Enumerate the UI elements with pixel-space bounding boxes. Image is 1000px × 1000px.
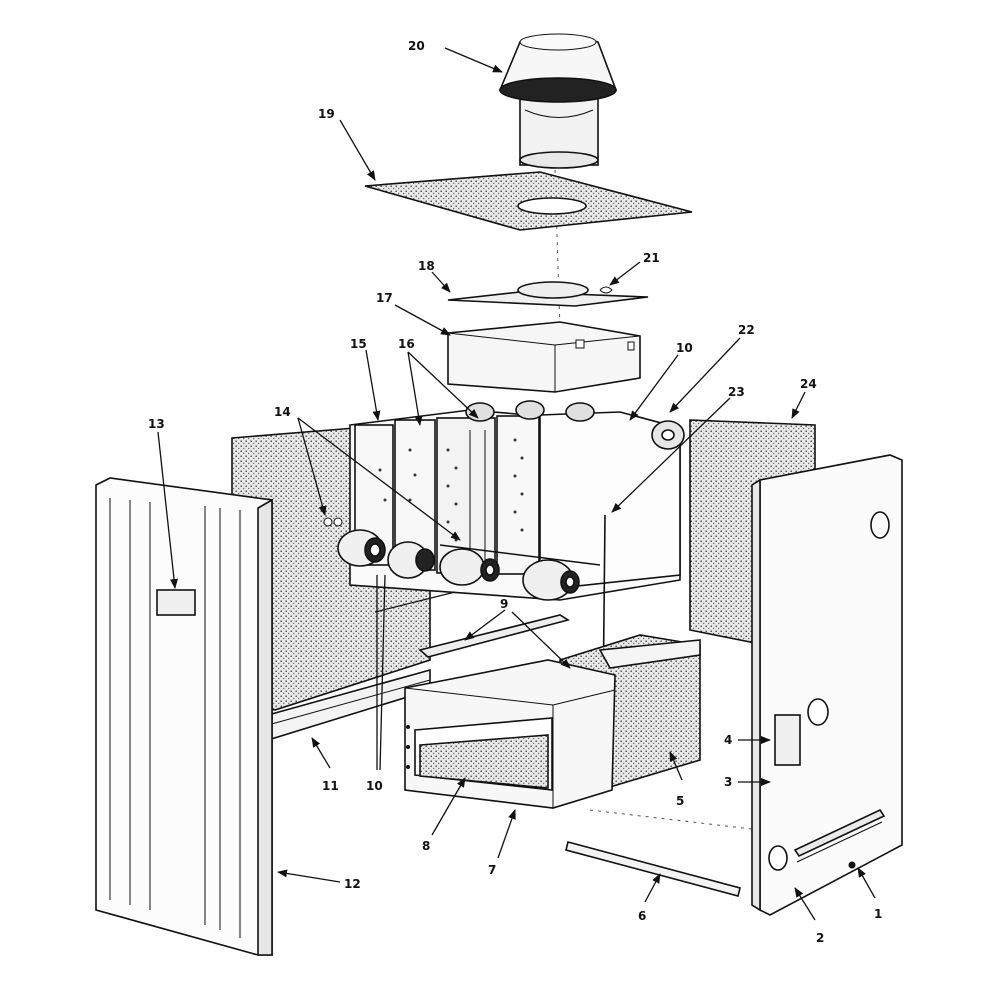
callout-5: 5: [676, 794, 684, 808]
leader-16b: [407, 351, 479, 419]
leader-24: [791, 391, 806, 419]
base-guide-line: [589, 809, 761, 831]
rating-plate: [156, 589, 196, 616]
callout-7: 7: [488, 863, 496, 877]
leader-20: [444, 47, 503, 73]
leader-23: [611, 397, 731, 513]
leader-2: [794, 887, 816, 921]
right-jacket-panel: [751, 454, 903, 916]
callout-15: 15: [350, 337, 367, 351]
leader-lines: [157, 47, 876, 921]
callout-2: 2: [816, 931, 824, 945]
burner-box: [404, 659, 616, 809]
clip-part: [599, 286, 613, 294]
callout-labels: 20 19 18 21 17 15 16 10 22 23 24 14 13 9…: [148, 39, 882, 945]
leader-21: [609, 261, 641, 286]
callout-3: 3: [724, 775, 732, 789]
leader-19: [339, 119, 376, 181]
callout-1: 1: [874, 907, 882, 921]
callout-18: 18: [418, 259, 435, 273]
callout-12: 12: [344, 877, 361, 891]
leader-14a: [297, 417, 327, 516]
leader-9b: [511, 611, 571, 669]
leader-14b: [297, 417, 461, 541]
leader-16a: [407, 351, 423, 426]
base-bar: [565, 841, 741, 897]
leader-9a: [464, 609, 506, 641]
leader-10-top: [629, 354, 679, 421]
leader-10-low-b: [379, 574, 386, 771]
leader-6: [644, 873, 661, 903]
leader-12: [277, 869, 341, 883]
front-nipples: [323, 517, 601, 601]
flue-collector-plate: [447, 281, 649, 307]
flue-collector-box: [447, 321, 641, 393]
callout-8: 8: [422, 839, 430, 853]
leader-13: [157, 431, 179, 589]
callout-16: 16: [398, 337, 415, 351]
leader-5: [669, 751, 683, 781]
leader-1: [857, 867, 876, 899]
draft-hood: [498, 33, 618, 169]
callout-20: 20: [408, 39, 425, 53]
callout-6: 6: [638, 909, 646, 923]
leader-11: [311, 737, 331, 769]
callout-22: 22: [738, 323, 755, 337]
leader-10-low-c: [374, 591, 456, 613]
top-gasket-panel: [364, 171, 693, 231]
leader-7: [497, 809, 516, 859]
front-door-panel: [95, 477, 273, 956]
callout-13: 13: [148, 417, 165, 431]
callout-17: 17: [376, 291, 393, 305]
leader-18: [431, 271, 451, 293]
screw-part: [848, 861, 856, 869]
callout-4: 4: [724, 733, 732, 747]
leader-22: [669, 337, 741, 413]
callout-10-top: 10: [676, 341, 693, 355]
callout-14: 14: [274, 405, 291, 419]
callout-9: 9: [500, 597, 508, 611]
leader-8: [431, 777, 466, 836]
callout-21: 21: [643, 251, 660, 265]
leader-17: [394, 304, 451, 336]
callout-19: 19: [318, 107, 335, 121]
label-plate: [774, 714, 801, 766]
callout-10-low: 10: [366, 779, 383, 793]
callout-24: 24: [800, 377, 817, 391]
callout-11: 11: [322, 779, 339, 793]
callout-23: 23: [728, 385, 745, 399]
leader-15: [365, 349, 381, 421]
